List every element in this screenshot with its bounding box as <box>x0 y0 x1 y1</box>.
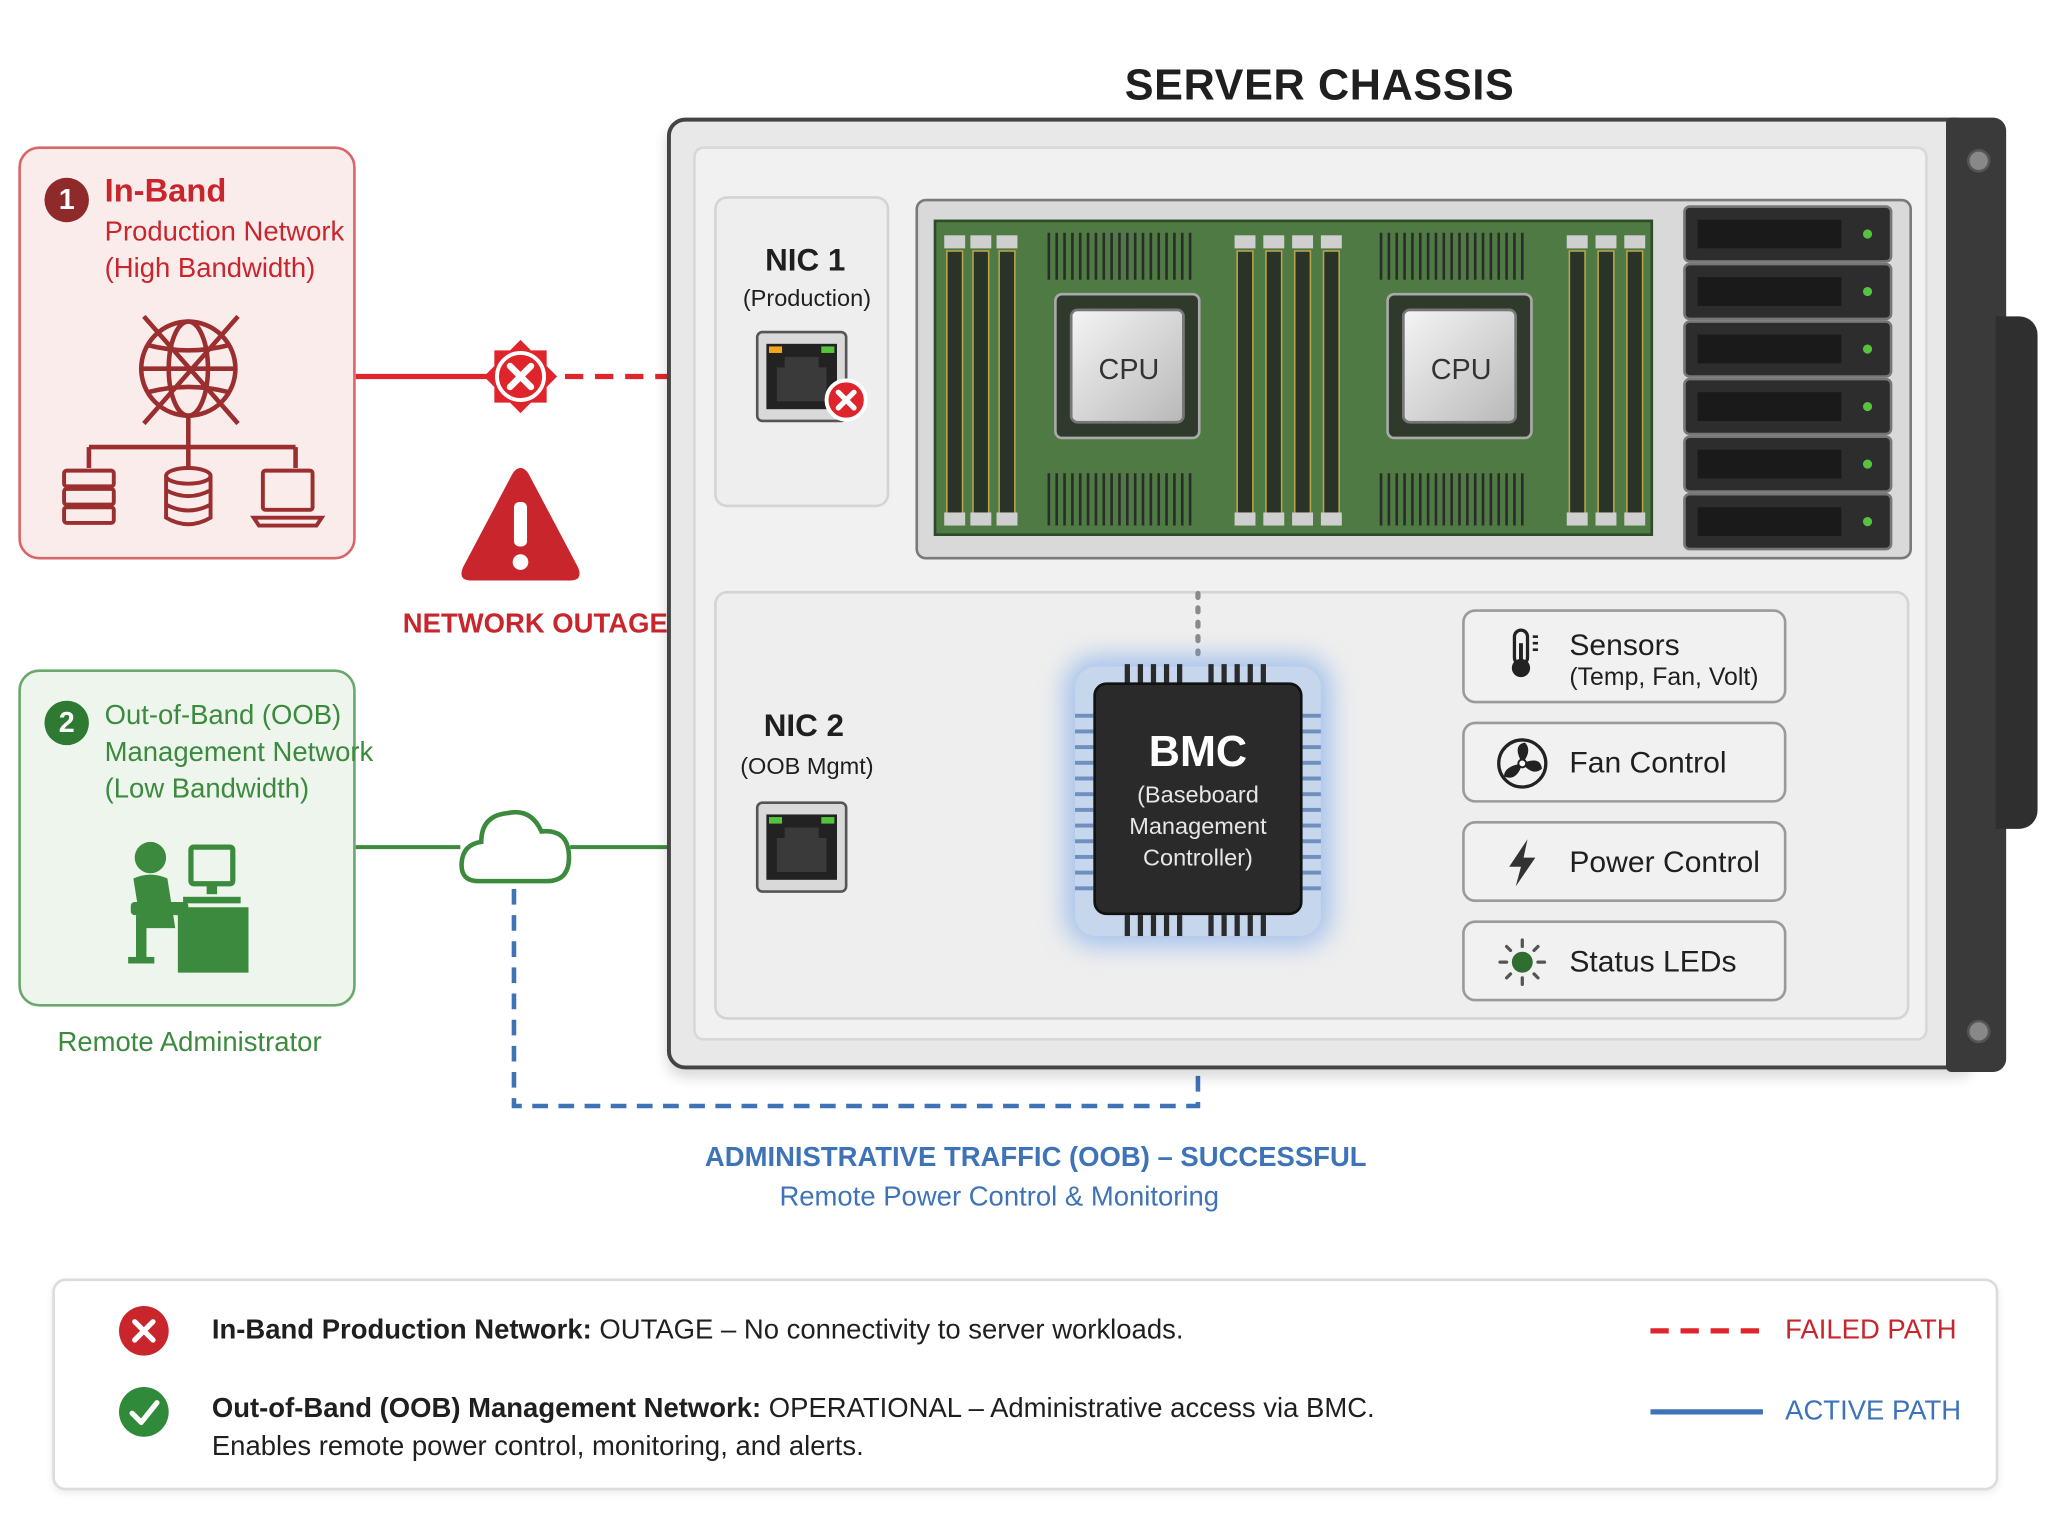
legend-oob-text: Out-of-Band (OOB) Management Network: OP… <box>212 1394 1375 1426</box>
nic1-label: NIC 1 <box>765 243 846 279</box>
nic2-ethernet-port <box>755 801 848 893</box>
oob-line1: Management Network <box>104 737 374 768</box>
led-icon <box>1498 938 1547 987</box>
legend-inband-detail: OUTAGE – No connectivity to server workl… <box>591 1315 1184 1346</box>
remote-administrator-icon <box>128 841 249 973</box>
nic2-sublabel: (OOB Mgmt) <box>740 753 874 780</box>
rack-screw-top <box>1966 149 1991 173</box>
server-rack-icon <box>62 468 116 525</box>
failed-path-label: FAILED PATH <box>1785 1315 1957 1346</box>
bmc-desc-line3: Controller) <box>1142 844 1253 871</box>
sensors-box: Sensors (Temp, Fan, Volt) <box>1462 609 1787 704</box>
warning-icon <box>458 463 584 589</box>
chassis-handle <box>1995 316 2038 829</box>
laptop-icon <box>250 468 326 528</box>
oob-network-panel: 2 Out-of-Band (OOB) Management Network (… <box>18 669 373 1007</box>
oob-traffic-title: ADMINISTRATIVE TRAFFIC (OOB) – SUCCESSFU… <box>704 1142 1367 1173</box>
motherboard: CPU CPU <box>933 219 1654 536</box>
operational-status-icon <box>118 1386 170 1438</box>
active-path-label: ACTIVE PATH <box>1785 1396 1962 1427</box>
outage-status-icon <box>118 1305 170 1357</box>
step-badge-2: 2 <box>44 700 89 746</box>
fan-control-label: Fan Control <box>1569 745 1727 780</box>
bmc-desc-line2: Management <box>1129 813 1267 840</box>
legend-oob-line2: Enables remote power control, monitoring… <box>211 1431 864 1462</box>
cpu-2-chip <box>1401 308 1518 424</box>
legend-panel <box>52 1278 1999 1491</box>
nic1-sublabel: (Production) <box>742 284 872 312</box>
status-leds-box: Status LEDs <box>1462 920 1787 1002</box>
remote-administrator-label: Remote Administrator <box>57 1027 322 1058</box>
oob-heading: Out-of-Band (OOB) <box>104 700 342 731</box>
oob-line2: (Low Bandwidth) <box>104 773 310 804</box>
legend-oob-bold: Out-of-Band (OOB) Management Network: <box>211 1393 762 1424</box>
bmc-pins <box>1072 661 1323 938</box>
legend-inband-bold: In-Band Production Network: <box>211 1315 592 1346</box>
sensors-sublabel: (Temp, Fan, Volt) <box>1569 664 1759 692</box>
status-leds-label: Status LEDs <box>1569 943 1737 978</box>
rack-screw-bottom <box>1966 1019 1991 1044</box>
nic1-error-icon <box>824 378 868 422</box>
drive-bays <box>1683 205 1893 552</box>
globe-icon <box>86 314 298 469</box>
diagram-title: SERVER CHASSIS <box>1124 60 1515 109</box>
inband-line2: (High Bandwidth) <box>104 253 316 284</box>
lightning-icon <box>1509 839 1536 887</box>
nic1-ethernet-port <box>755 330 848 423</box>
cpu-1-label: CPU <box>1098 352 1160 386</box>
cloud-icon <box>458 795 573 889</box>
legend-oob-detail: OPERATIONAL – Administrative access via … <box>761 1393 1375 1424</box>
memory-slots <box>944 232 1646 526</box>
legend-inband-text: In-Band Production Network: OUTAGE – No … <box>212 1315 1184 1347</box>
network-outage-label: NETWORK OUTAGE <box>402 609 668 640</box>
oob-traffic-subtitle: Remote Power Control & Monitoring <box>779 1181 1220 1212</box>
inband-network-panel: 1 In-Band Production Network (High Bandw… <box>18 146 356 560</box>
bmc-label: BMC <box>1148 726 1248 776</box>
cpu-2-label: CPU <box>1430 352 1492 386</box>
bmc-chip <box>1093 682 1303 916</box>
cpu-1-chip <box>1069 308 1185 424</box>
inband-line1: Production Network <box>104 217 345 248</box>
sensors-label: Sensors <box>1569 627 1680 662</box>
thermometer-icon <box>1511 628 1538 678</box>
bmc-desc-line1: (Baseboard <box>1137 781 1259 808</box>
power-control-label: Power Control <box>1569 844 1760 879</box>
fan-control-box: Fan Control <box>1462 721 1787 803</box>
step-badge-1: 1 <box>44 177 89 223</box>
database-icon <box>164 466 213 527</box>
fan-icon <box>1497 738 1548 789</box>
power-control-box: Power Control <box>1462 820 1787 903</box>
nic2-label: NIC 2 <box>763 708 845 744</box>
link-failure-icon <box>483 339 558 414</box>
inband-heading: In-Band <box>104 172 227 210</box>
